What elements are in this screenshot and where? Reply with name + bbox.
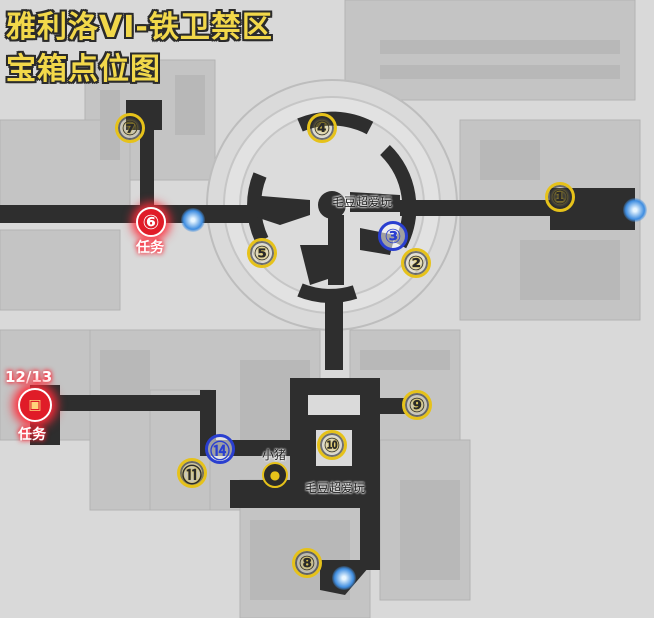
chest-marker-7[interactable]: ⑦ [115,113,145,143]
chest-counter: 12/13 [5,368,53,386]
piglet-label: 小猪 [262,448,287,462]
chest-marker-10[interactable]: ⑩ [317,430,347,460]
map-subtitle: 宝箱点位图 [6,52,161,87]
task-label-2: 任务 [18,427,46,443]
chest-marker-3[interactable]: ③ [378,221,408,251]
chest-marker-6[interactable]: ⑥ [136,207,166,237]
teleport-icon[interactable] [623,198,647,222]
south-label: 毛豆超爱玩 [305,481,366,495]
teleport-icon[interactable] [332,566,356,590]
chest-marker-2[interactable]: ② [401,248,431,278]
chest-marker-1[interactable]: ① [545,182,575,212]
plaza-label: 毛豆超爱玩 [332,195,393,209]
piglet-icon[interactable]: ● [262,462,288,488]
chest-marker-5[interactable]: ⑤ [247,238,277,268]
treasure-chest-icon[interactable]: ▣ [18,388,52,422]
chest-marker-14[interactable]: ⑭ [205,434,235,464]
chest-marker-4[interactable]: ④ [307,113,337,143]
teleport-icon[interactable] [181,208,205,232]
task-label: 任务 [136,240,164,256]
chest-marker-11[interactable]: ⑪ [177,458,207,488]
map-title: 雅利洛VI-铁卫禁区 [6,10,273,45]
chest-marker-9[interactable]: ⑨ [402,390,432,420]
chest-marker-8[interactable]: ⑧ [292,548,322,578]
